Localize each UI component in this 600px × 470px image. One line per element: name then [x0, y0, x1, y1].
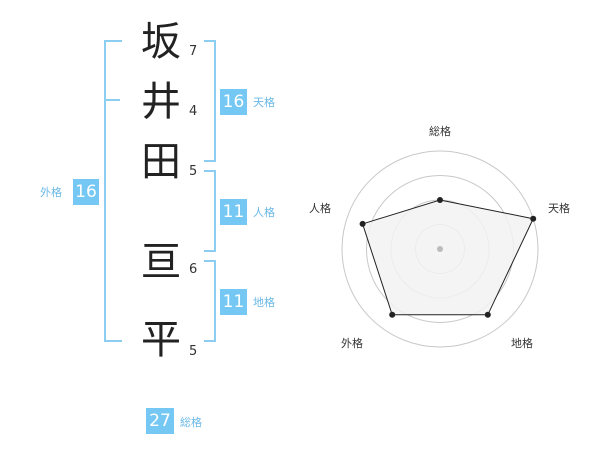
radar-axis-label-soukaku: 総格 — [429, 124, 451, 138]
radar-axis-label-gaikaku: 外格 — [341, 336, 363, 350]
radar-data-point — [437, 197, 443, 203]
stroke-count-5: 5 — [189, 344, 198, 359]
radar-axis-label-chikaku: 地格 — [511, 336, 533, 350]
radar-chart: 総格 天格 地格 外格 人格 — [309, 124, 570, 350]
chikaku-value-badge: 11 — [220, 289, 247, 315]
tenkaku-bracket — [204, 40, 216, 162]
gaikaku-label: 外格 — [40, 186, 62, 199]
soukaku-label: 総格 — [180, 416, 202, 429]
name-char-3: 田 — [141, 139, 181, 185]
radar-data-point — [389, 311, 396, 318]
stroke-count-1: 7 — [189, 44, 198, 59]
name-char-5: 平 — [141, 317, 181, 363]
radar-grid-ring — [341, 150, 539, 348]
chikaku-bracket — [204, 260, 216, 342]
stroke-count-3: 5 — [189, 164, 198, 179]
stroke-count-2: 4 — [189, 104, 198, 119]
jinkaku-value-badge: 11 — [220, 199, 247, 225]
radar-center-dot — [437, 246, 443, 252]
gaikaku-value-badge: 16 — [73, 179, 99, 205]
gaikaku-bracket — [104, 40, 122, 342]
radar-data-point — [530, 215, 537, 222]
jinkaku-label: 人格 — [253, 206, 275, 219]
chikaku-label: 地格 — [253, 296, 275, 309]
tenkaku-label: 天格 — [253, 96, 275, 109]
soukaku-value-badge: 27 — [146, 408, 174, 434]
tenkaku-value-badge: 16 — [220, 89, 247, 115]
name-char-2: 井 — [141, 79, 181, 125]
radar-data-point — [484, 311, 491, 318]
radar-axis-label-tenkaku: 天格 — [548, 201, 570, 215]
radar-value-polygon — [361, 199, 534, 316]
name-char-1: 坂 — [141, 19, 181, 65]
radar-axis-label-jinkaku: 人格 — [309, 201, 331, 215]
name-char-4: 亘 — [141, 239, 181, 285]
jinkaku-bracket — [204, 170, 216, 252]
radar-data-point — [359, 220, 366, 227]
gaikaku-bracket-tick — [104, 99, 120, 101]
stroke-count-4: 6 — [189, 262, 198, 277]
